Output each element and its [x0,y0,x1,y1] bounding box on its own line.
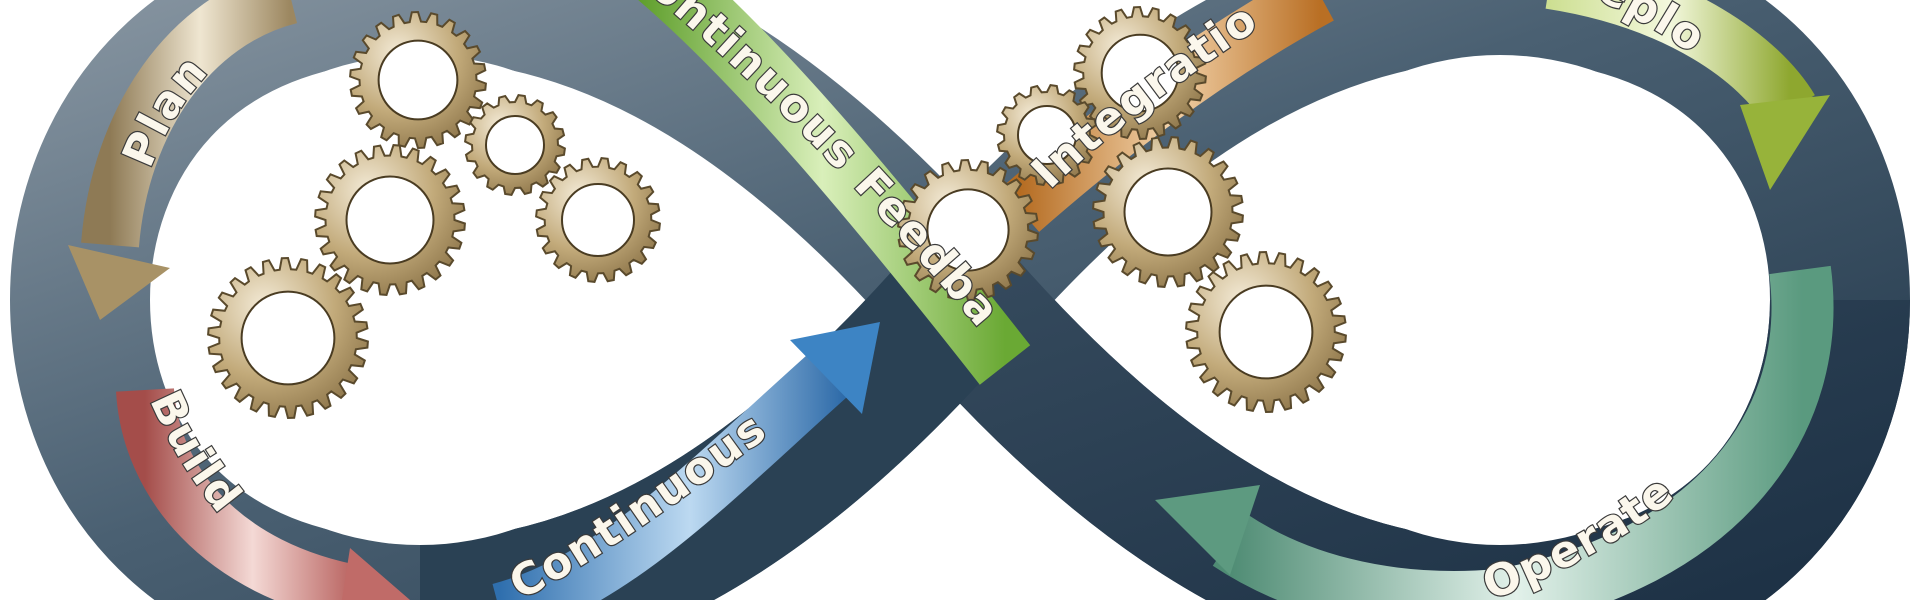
build-arrow [116,387,410,600]
left-gear-4 [535,157,661,283]
right-gear-8 [897,158,1039,302]
continuous-feedback-band [638,0,1031,385]
left-gear-1 [349,10,487,150]
right-gear-10 [1185,250,1347,414]
operate-arrow [1155,265,1834,600]
plan-arrow [68,0,298,320]
left-gear-2 [464,94,566,196]
left-gear-3 [314,144,466,296]
gear-cluster [207,5,1347,420]
left-gear-5 [207,256,369,420]
continuous-integration-arrow [492,322,880,600]
deploy-arrow [1545,0,1830,190]
right-gear-7 [996,84,1098,186]
right-gear-9 [1092,136,1244,288]
right-gear-6 [1073,5,1207,141]
